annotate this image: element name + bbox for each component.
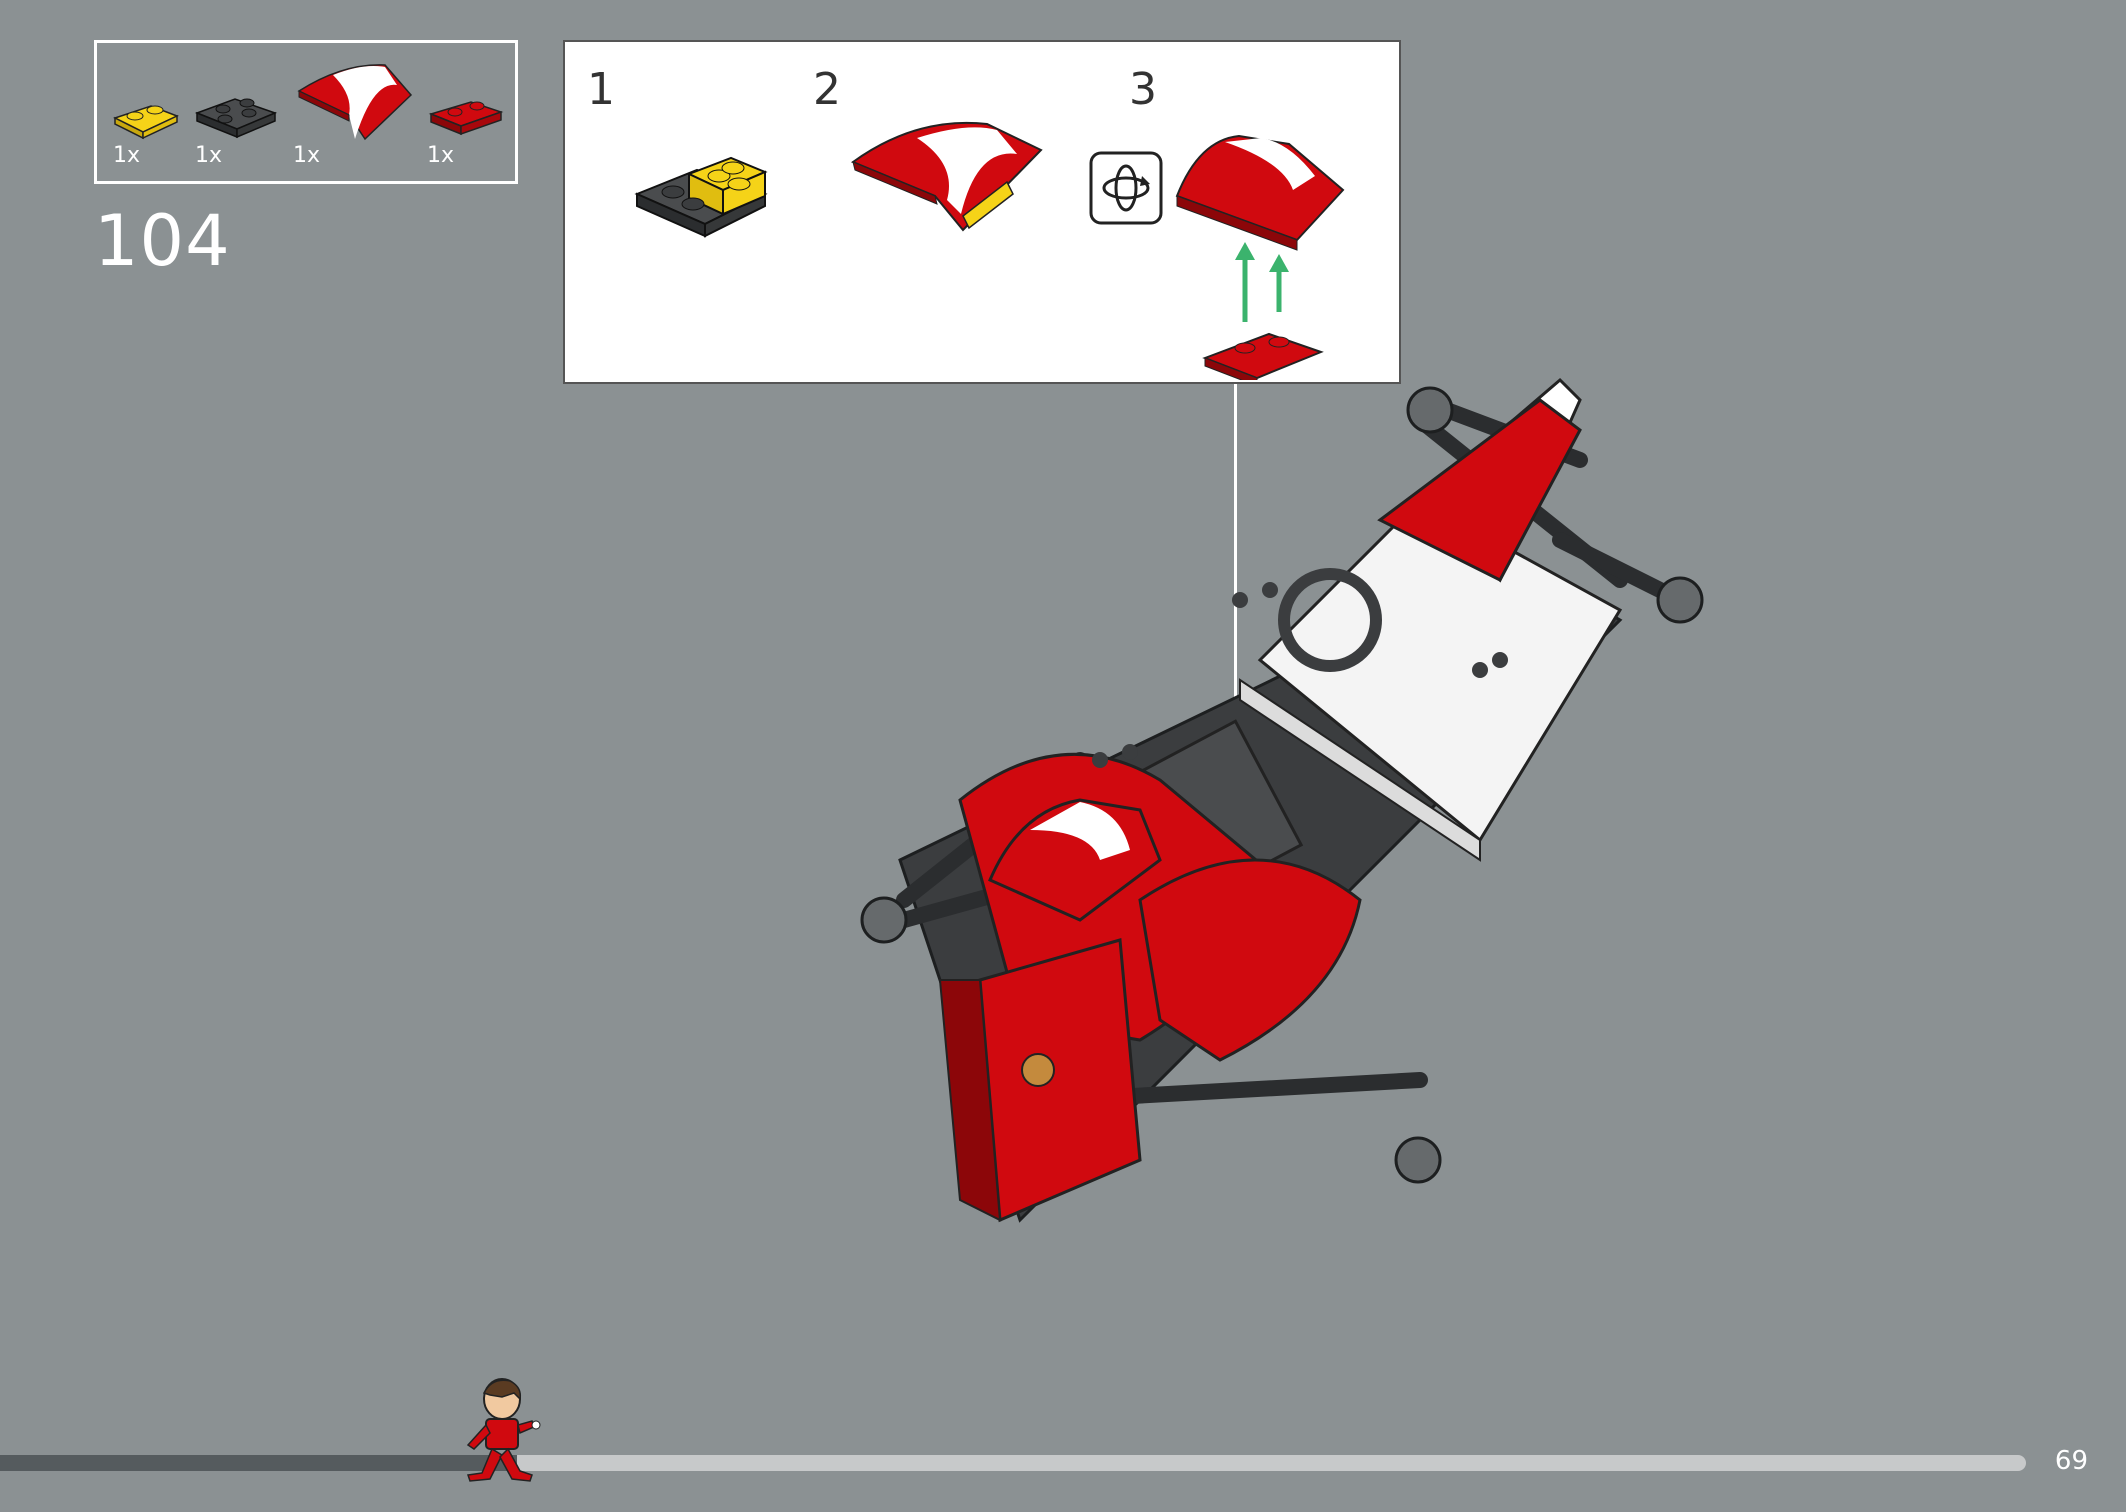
step-number: 104: [94, 200, 231, 282]
substep-3-assembly: [1175, 134, 1345, 380]
black-plate-2x2-icon: [194, 98, 278, 139]
red-wedge-curved-icon: [297, 64, 413, 141]
parts-list: 1x 1x 1x 1x: [94, 40, 518, 184]
page-number: 69: [2054, 1446, 2088, 1476]
rotate-model-icon: [1089, 151, 1163, 225]
part-quantity: 1x: [113, 143, 141, 168]
part-quantity: 1x: [427, 143, 455, 168]
runner-figure-icon: [466, 1378, 541, 1482]
part-quantity: 1x: [195, 143, 223, 168]
red-jumper-plate-icon: [428, 101, 504, 136]
yellow-plate-1x2-icon: [113, 105, 179, 140]
substep-number: 1: [587, 64, 615, 115]
substep-1-assembly: [634, 156, 768, 238]
part-quantity: 1x: [293, 143, 321, 168]
substep-2-assembly: [850, 121, 1043, 232]
sub-assembly-callout: 1 2 3: [563, 40, 1401, 384]
substep-number: 2: [813, 64, 841, 115]
f1-car-model: [860, 377, 1704, 1223]
substep-number: 3: [1129, 64, 1157, 115]
progress-fill: [0, 1455, 517, 1471]
